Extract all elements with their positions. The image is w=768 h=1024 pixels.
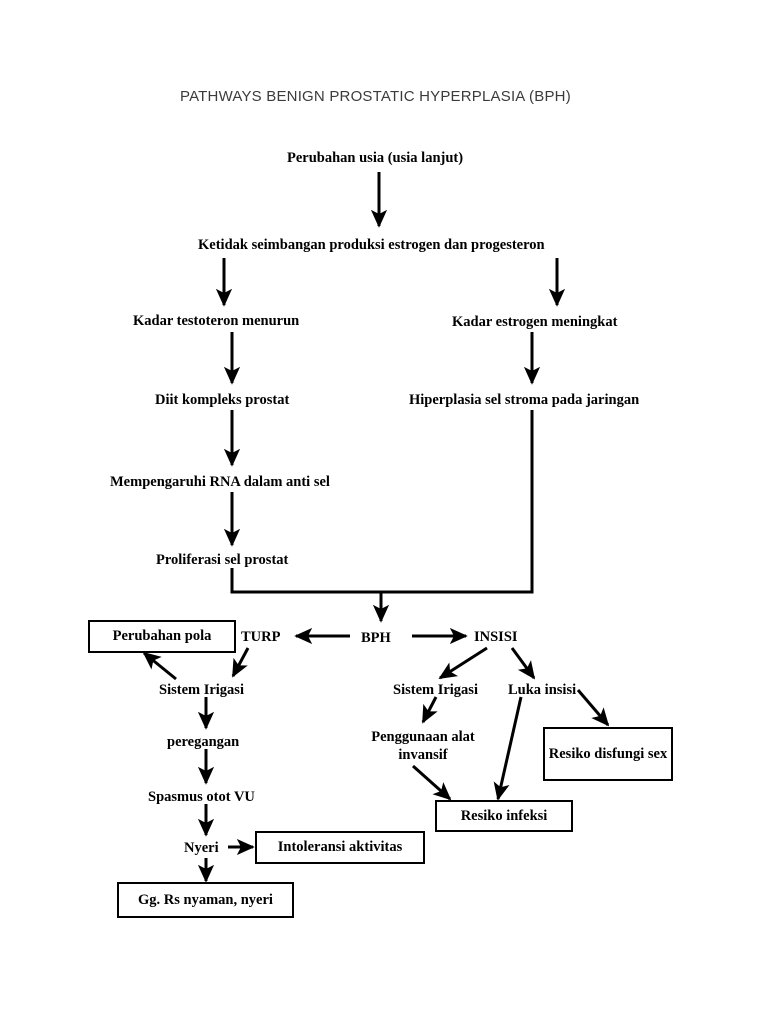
node-sistem-irigasi-kanan: Sistem Irigasi — [393, 682, 478, 698]
page-title: PATHWAYS BENIGN PROSTATIC HYPERPLASIA (B… — [180, 88, 571, 105]
node-ketidak-seimbangan: Ketidak seimbangan produksi estrogen dan… — [198, 237, 545, 253]
node-nyeri: Nyeri — [184, 840, 219, 856]
node-kadar-testoteron: Kadar testoteron menurun — [133, 313, 300, 329]
node-sistem-irigasi-kiri: Sistem Irigasi — [159, 682, 244, 698]
box-resiko-infeksi[interactable]: Resiko infeksi — [435, 800, 573, 832]
arrow-insisi-to-sistem-irigasi-kanan — [438, 646, 488, 680]
arrow-insisi-to-luka-insisi — [510, 647, 536, 680]
box-perubahan-pola-label: Perubahan pola — [112, 628, 212, 645]
arrow-luka-insisi-to-resiko-infeksi — [493, 696, 523, 801]
arrow-luka-insisi-to-resiko-disfungi — [576, 689, 610, 727]
box-perubahan-pola[interactable]: Perubahan pola — [88, 620, 236, 653]
box-gg-rs-nyaman-nyeri-label: Gg. Rs nyaman, nyeri — [138, 891, 273, 908]
box-resiko-disfungi-sex-label: Resiko disfungi sex — [548, 745, 668, 762]
node-perubahan-usia: Perubahan usia (usia lanjut) — [287, 150, 464, 166]
box-gg-rs-nyaman-nyeri[interactable]: Gg. Rs nyaman, nyeri — [117, 882, 294, 918]
node-bph: BPH — [361, 630, 391, 646]
node-peregangan: peregangan — [167, 734, 240, 750]
box-intoleransi-aktivitas-label: Intoleransi aktivitas — [277, 839, 403, 856]
node-mempengaruhi-rna: Mempengaruhi RNA dalam anti sel — [110, 474, 330, 490]
arrow-sistem-irigasi-kiri-to-perubahan-pola — [142, 651, 177, 681]
box-resiko-disfungi-sex[interactable]: Resiko disfungi sex — [543, 727, 673, 781]
node-luka-insisi: Luka insisi — [508, 682, 577, 698]
arrow-penggunaan-alat-to-resiko-infeksi — [412, 764, 452, 801]
node-diit-kompleks-prostat: Diit kompleks prostat — [155, 392, 290, 408]
node-kadar-estrogen: Kadar estrogen meningkat — [452, 314, 618, 330]
arrow-sistem-irigasi-kanan-to-penggunaan-alat — [421, 696, 438, 724]
node-turp: TURP — [241, 629, 281, 645]
node-proliferasi-sel-prostat: Proliferasi sel prostat — [156, 552, 289, 568]
box-resiko-infeksi-label: Resiko infeksi — [460, 807, 548, 824]
node-spasmus-otot-vu: Spasmus otot VU — [148, 789, 255, 805]
box-intoleransi-aktivitas[interactable]: Intoleransi aktivitas — [255, 831, 425, 864]
node-hiperplasia-sel-stroma: Hiperplasia sel stroma pada jaringan — [409, 392, 640, 408]
node-insisi: INSISI — [474, 629, 518, 645]
node-penggunaan-alat-invansif: Penggunaan alat invansif — [371, 729, 475, 764]
